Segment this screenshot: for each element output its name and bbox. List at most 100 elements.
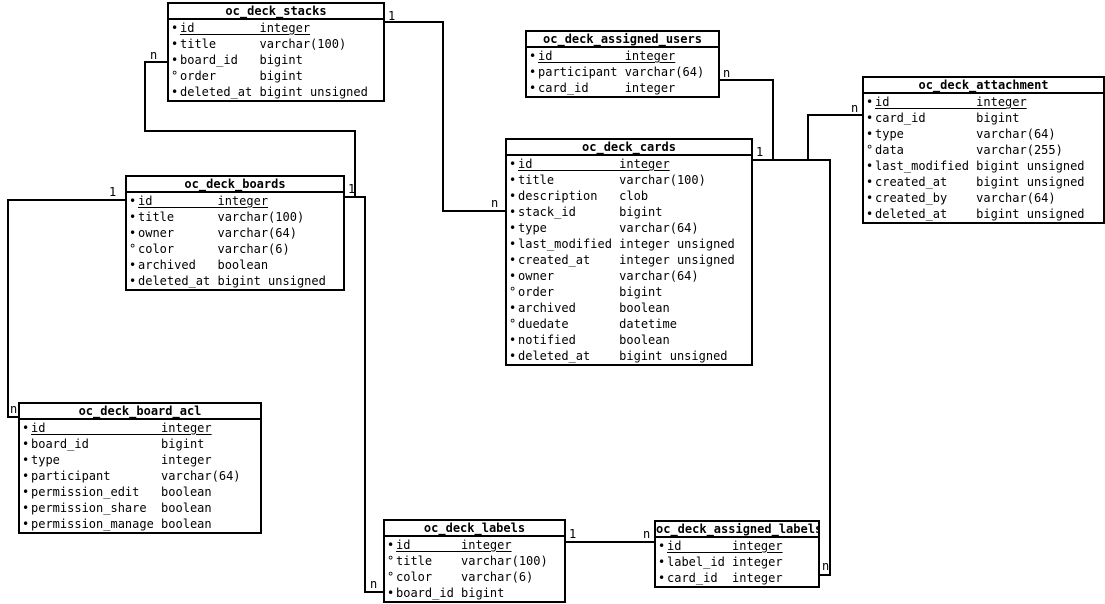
column-text: order bigint xyxy=(518,285,663,299)
connector-cards-to-attachment xyxy=(753,114,862,161)
column-text: owner varchar(64) xyxy=(138,226,297,240)
column-text: id integer xyxy=(538,49,676,63)
cardinality-label: n xyxy=(643,527,650,541)
column-text: deleted_at bigint unsigned xyxy=(138,274,326,288)
column-row-card_id: •card_id bigint xyxy=(864,110,1103,126)
column-row-stack_id: •stack_id bigint xyxy=(507,204,751,220)
connector-boards-to-labels xyxy=(345,196,383,593)
notnull-bullet-icon: • xyxy=(866,191,874,205)
column-row-id: •id integer xyxy=(527,48,718,64)
column-text: stack_id bigint xyxy=(518,205,663,219)
column-row-board_id: •board_id bigint xyxy=(20,436,260,452)
notnull-bullet-icon: • xyxy=(129,194,137,208)
table-title: oc_deck_stacks xyxy=(169,4,383,20)
table-oc_deck_assigned_users: oc_deck_assigned_users•id integer•partic… xyxy=(525,30,720,98)
nullable-bullet-icon: ° xyxy=(509,317,517,331)
notnull-bullet-icon: • xyxy=(658,571,666,585)
column-row-participant: •participant varchar(64) xyxy=(527,64,718,80)
column-text: last_modified bigint unsigned xyxy=(875,159,1085,173)
column-text: card_id integer xyxy=(667,571,783,585)
nullable-bullet-icon: ° xyxy=(509,285,517,299)
column-text: data varchar(255) xyxy=(875,143,1063,157)
column-text: card_id integer xyxy=(538,81,676,95)
column-row-deleted_at: •deleted_at bigint unsigned xyxy=(507,348,751,364)
notnull-bullet-icon: • xyxy=(22,421,30,435)
column-text: title varchar(100) xyxy=(138,210,305,224)
notnull-bullet-icon: • xyxy=(22,453,30,467)
column-row-id: •id integer xyxy=(169,20,383,36)
notnull-bullet-icon: • xyxy=(22,437,30,451)
column-text: type varchar(64) xyxy=(518,221,699,235)
column-row-created_by: •created_by varchar(64) xyxy=(864,190,1103,206)
notnull-bullet-icon: • xyxy=(171,37,179,51)
notnull-bullet-icon: • xyxy=(22,469,30,483)
column-text: id integer xyxy=(518,157,670,171)
table-oc_deck_assigned_labels: oc_deck_assigned_labels•id integer•label… xyxy=(654,520,820,588)
notnull-bullet-icon: • xyxy=(22,501,30,515)
notnull-bullet-icon: • xyxy=(129,258,137,272)
cardinality-label: 1 xyxy=(109,185,116,199)
nullable-bullet-icon: ° xyxy=(387,570,395,584)
column-row-color: °color varchar(6) xyxy=(127,241,343,257)
column-row-owner: •owner varchar(64) xyxy=(507,268,751,284)
column-row-order: °order bigint xyxy=(507,284,751,300)
nullable-bullet-icon: ° xyxy=(129,242,137,256)
nullable-bullet-icon: ° xyxy=(171,69,179,83)
table-title: oc_deck_assigned_users xyxy=(527,32,718,48)
column-row-type: •type varchar(64) xyxy=(507,220,751,236)
cardinality-label: n xyxy=(150,48,157,62)
notnull-bullet-icon: • xyxy=(129,274,137,288)
table-oc_deck_cards: oc_deck_cards•id integer•title varchar(1… xyxy=(505,138,753,366)
table-title: oc_deck_attachment xyxy=(864,78,1103,94)
column-text: title varchar(100) xyxy=(180,37,347,51)
column-row-created_at: •created_at bigint unsigned xyxy=(864,174,1103,190)
column-row-deleted_at: •deleted_at bigint unsigned xyxy=(864,206,1103,222)
notnull-bullet-icon: • xyxy=(509,157,517,171)
notnull-bullet-icon: • xyxy=(509,237,517,251)
column-text: deleted_at bigint unsigned xyxy=(518,349,728,363)
column-row-id: •id integer xyxy=(656,538,818,554)
column-row-id: •id integer xyxy=(127,193,343,209)
column-row-card_id: •card_id integer xyxy=(656,570,818,586)
column-text: created_at bigint unsigned xyxy=(875,175,1085,189)
column-text: id integer xyxy=(138,194,269,208)
column-text: order bigint xyxy=(180,69,303,83)
column-row-title: •title varchar(100) xyxy=(169,36,383,52)
notnull-bullet-icon: • xyxy=(22,517,30,531)
column-text: title varchar(100) xyxy=(396,554,548,568)
column-row-permission_manage: •permission_manage boolean xyxy=(20,516,260,532)
column-row-deleted_at: •deleted_at bigint unsigned xyxy=(169,84,383,100)
column-row-data: °data varchar(255) xyxy=(864,142,1103,158)
column-row-last_modified: •last_modified integer unsigned xyxy=(507,236,751,252)
table-oc_deck_board_acl: oc_deck_board_acl•id integer•board_id bi… xyxy=(18,402,262,534)
column-text: deleted_at bigint unsigned xyxy=(180,85,368,99)
notnull-bullet-icon: • xyxy=(658,539,666,553)
column-text: id integer xyxy=(31,421,212,435)
column-text: archived boolean xyxy=(518,301,670,315)
column-row-type: •type integer xyxy=(20,452,260,468)
column-row-id: •id integer xyxy=(385,537,564,553)
column-row-card_id: •card_id integer xyxy=(527,80,718,96)
column-text: color varchar(6) xyxy=(138,242,290,256)
table-title: oc_deck_cards xyxy=(507,140,751,156)
column-row-order: °order bigint xyxy=(169,68,383,84)
column-row-notified: •notified boolean xyxy=(507,332,751,348)
column-row-duedate: °duedate datetime xyxy=(507,316,751,332)
notnull-bullet-icon: • xyxy=(509,301,517,315)
nullable-bullet-icon: ° xyxy=(866,143,874,157)
column-text: card_id bigint xyxy=(875,111,1020,125)
column-row-id: •id integer xyxy=(864,94,1103,110)
notnull-bullet-icon: • xyxy=(387,538,395,552)
column-text: participant varchar(64) xyxy=(31,469,241,483)
nullable-bullet-icon: ° xyxy=(387,554,395,568)
column-row-label_id: •label_id integer xyxy=(656,554,818,570)
column-row-last_modified: •last_modified bigint unsigned xyxy=(864,158,1103,174)
column-row-permission_edit: •permission_edit boolean xyxy=(20,484,260,500)
notnull-bullet-icon: • xyxy=(658,555,666,569)
column-text: created_at integer unsigned xyxy=(518,253,735,267)
notnull-bullet-icon: • xyxy=(509,269,517,283)
notnull-bullet-icon: • xyxy=(509,173,517,187)
notnull-bullet-icon: • xyxy=(171,85,179,99)
notnull-bullet-icon: • xyxy=(129,210,137,224)
